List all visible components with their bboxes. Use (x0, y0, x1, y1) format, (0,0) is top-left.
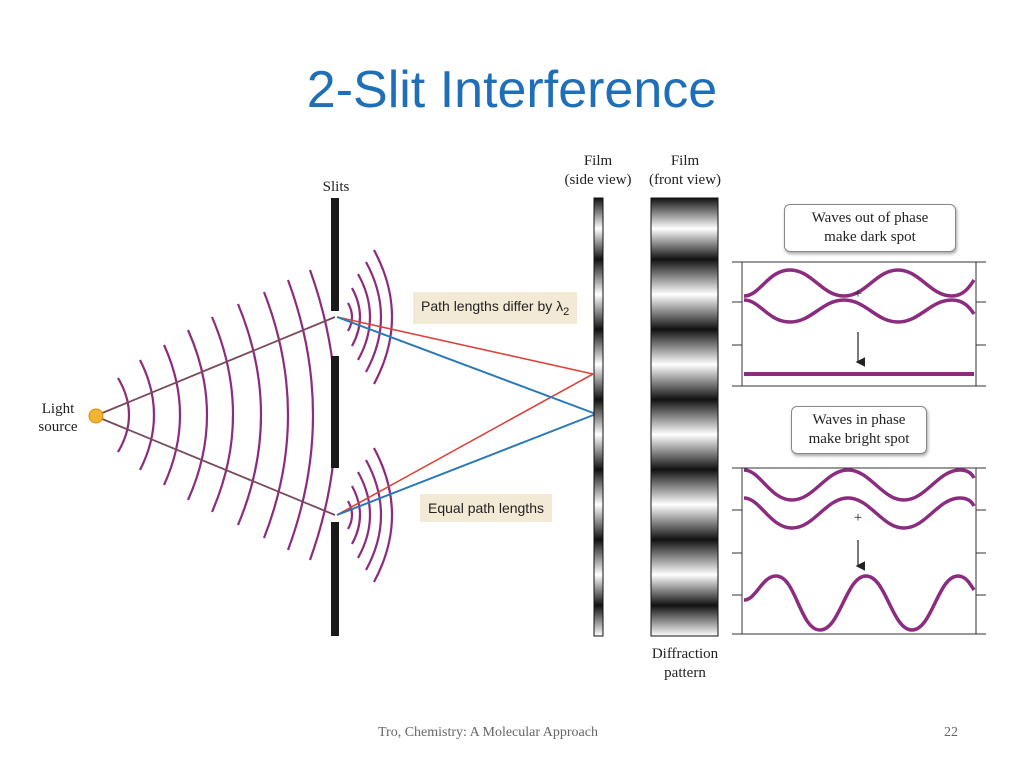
plus-sign-bottom: + (853, 510, 863, 526)
slit-barrier (331, 198, 339, 636)
light-label: Light (41, 401, 75, 417)
plus-sign-top: + (853, 286, 863, 302)
pattern-label: pattern (664, 665, 706, 681)
film-side-view (593, 197, 604, 637)
slits-label: Slits (322, 179, 350, 195)
in-phase-line-2: make bright spot (808, 431, 910, 447)
footer-citation: Tro, Chemistry: A Molecular Approach (378, 725, 598, 740)
path-differ-tag: Path lengths differ by λ2 (413, 292, 578, 324)
equal-paths-tag: Equal path lengths (420, 494, 552, 522)
dark-spot-panel (732, 261, 986, 387)
in-phase-line-1: Waves in phase (812, 412, 906, 428)
film-rays (336, 316, 597, 516)
film-front-view (650, 197, 719, 637)
path-differ-subscript: 2 (563, 305, 570, 318)
diffraction-label: Diffraction (651, 646, 719, 662)
path-differ-text: Path lengths differ by λ (421, 298, 564, 314)
film-side-subtitle: (side view) (564, 172, 632, 188)
page-number: 22 (944, 725, 958, 740)
out-of-phase-callout: Waves out of phase make dark spot (784, 204, 956, 252)
out-of-phase-line-2: make dark spot (824, 229, 916, 245)
film-side-title: Film (583, 153, 613, 169)
light-source-dot (88, 408, 104, 424)
slide-title: 2-Slit Interference (306, 61, 718, 119)
film-front-title: Film (670, 153, 700, 169)
in-phase-callout: Waves in phase make bright spot (791, 406, 927, 454)
source-label: source (38, 419, 78, 435)
out-of-phase-line-1: Waves out of phase (811, 210, 929, 226)
incident-wavefronts (117, 269, 338, 561)
film-front-subtitle: (front view) (648, 172, 722, 188)
bright-spot-panel (732, 467, 986, 635)
diffracted-wavefronts (347, 249, 393, 583)
source-rays (94, 316, 336, 516)
